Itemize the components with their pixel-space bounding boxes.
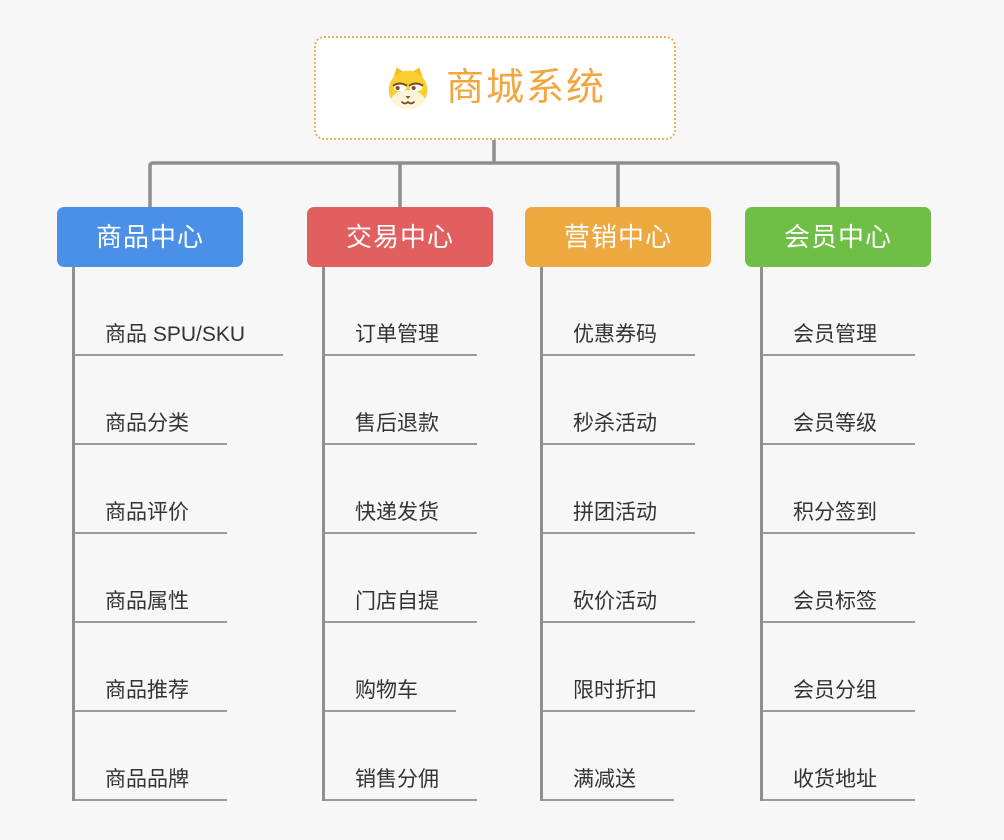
branch-rail-line (148, 161, 840, 208)
mindmap-item-row: 积分签到 (763, 445, 990, 534)
branch-node-label: 营销中心 (563, 222, 672, 252)
branch-member-center: 会员中心会员管理会员等级积分签到会员标签会员分组收货地址 (745, 207, 995, 801)
mindmap-item[interactable]: 订单管理 (325, 322, 477, 356)
mindmap-item-row: 会员管理 (763, 267, 990, 356)
mindmap-item-row: 商品品牌 (75, 712, 302, 801)
mindmap-item[interactable]: 商品 SPU/SKU (75, 322, 284, 356)
mindmap-item[interactable]: 优惠券码 (543, 322, 695, 356)
mindmap-item[interactable]: 会员标签 (763, 589, 915, 623)
mindmap-item[interactable]: 会员分组 (763, 678, 915, 712)
mindmap-item-row: 收货地址 (763, 712, 990, 801)
mindmap-item[interactable]: 收货地址 (763, 767, 915, 801)
mindmap-item-row: 商品评价 (75, 445, 302, 534)
mindmap-item-row: 快递发货 (325, 445, 552, 534)
mindmap-item-row: 售后退款 (325, 356, 552, 445)
mindmap-item[interactable]: 商品评价 (75, 500, 227, 534)
mindmap-item[interactable]: 砍价活动 (543, 589, 695, 623)
branch-node-label: 会员中心 (783, 222, 892, 252)
branch-item-list: 会员管理会员等级积分签到会员标签会员分组收货地址 (760, 267, 990, 801)
mindmap-item-row: 限时折扣 (543, 623, 770, 712)
mindmap-item[interactable]: 积分签到 (763, 500, 915, 534)
mindmap-item-row: 拼团活动 (543, 445, 770, 534)
branch-marketing-center: 营销中心优惠券码秒杀活动拼团活动砍价活动限时折扣满减送 (525, 207, 775, 801)
mindmap-item[interactable]: 销售分佣 (325, 767, 477, 801)
mindmap-item[interactable]: 会员等级 (763, 411, 915, 445)
branch-node-member-center[interactable]: 会员中心 (745, 207, 931, 267)
branch-node-label: 商品中心 (95, 222, 204, 252)
branch-item-list: 优惠券码秒杀活动拼团活动砍价活动限时折扣满减送 (540, 267, 770, 801)
mindmap-item[interactable]: 会员管理 (763, 322, 915, 356)
branch-trade-center: 交易中心订单管理售后退款快递发货门店自提购物车销售分佣 (307, 207, 557, 801)
mindmap-item[interactable]: 满减送 (543, 767, 674, 801)
mindmap-item[interactable]: 商品分类 (75, 411, 227, 445)
mindmap-item-row: 购物车 (325, 623, 552, 712)
mindmap-item[interactable]: 售后退款 (325, 411, 477, 445)
mindmap-item-row: 会员等级 (763, 356, 990, 445)
mindmap-item-row: 订单管理 (325, 267, 552, 356)
mindmap-item[interactable]: 商品属性 (75, 589, 227, 623)
mindmap-item[interactable]: 商品品牌 (75, 767, 227, 801)
dog-face-icon (388, 67, 428, 110)
branch-item-list: 商品 SPU/SKU 商品分类商品评价商品属性商品推荐商品品牌 (72, 267, 302, 801)
branch-node-label: 交易中心 (345, 222, 454, 252)
mindmap-item-row: 门店自提 (325, 534, 552, 623)
branch-node-trade-center[interactable]: 交易中心 (307, 207, 493, 267)
mindmap-item[interactable]: 秒杀活动 (543, 411, 695, 445)
mindmap-item[interactable]: 限时折扣 (543, 678, 695, 712)
mindmap-item-row: 秒杀活动 (543, 356, 770, 445)
mindmap-item[interactable]: 门店自提 (325, 589, 477, 623)
mindmap-item-row: 销售分佣 (325, 712, 552, 801)
branch-product-center: 商品中心商品 SPU/SKU 商品分类商品评价商品属性商品推荐商品品牌 (57, 207, 307, 801)
mindmap-item[interactable]: 购物车 (325, 678, 456, 712)
mindmap-item-row: 商品推荐 (75, 623, 302, 712)
mindmap-item-row: 商品 SPU/SKU (75, 267, 302, 356)
branch-node-marketing-center[interactable]: 营销中心 (525, 207, 711, 267)
mindmap-item-row: 砍价活动 (543, 534, 770, 623)
branch-node-product-center[interactable]: 商品中心 (57, 207, 243, 267)
root-node[interactable]: 商城系统 (314, 36, 676, 140)
mindmap-item-row: 优惠券码 (543, 267, 770, 356)
mindmap-item-row: 会员标签 (763, 534, 990, 623)
mindmap-item[interactable]: 快递发货 (325, 500, 477, 534)
root-title: 商城系统 (445, 67, 606, 109)
mindmap-item[interactable]: 商品推荐 (75, 678, 227, 712)
mindmap-item[interactable]: 拼团活动 (543, 500, 695, 534)
mindmap-item-row: 会员分组 (763, 623, 990, 712)
branch-item-list: 订单管理售后退款快递发货门店自提购物车销售分佣 (322, 267, 552, 801)
mindmap-item-row: 商品属性 (75, 534, 302, 623)
mindmap-item-row: 商品分类 (75, 356, 302, 445)
mindmap-item-row: 满减送 (543, 712, 770, 801)
